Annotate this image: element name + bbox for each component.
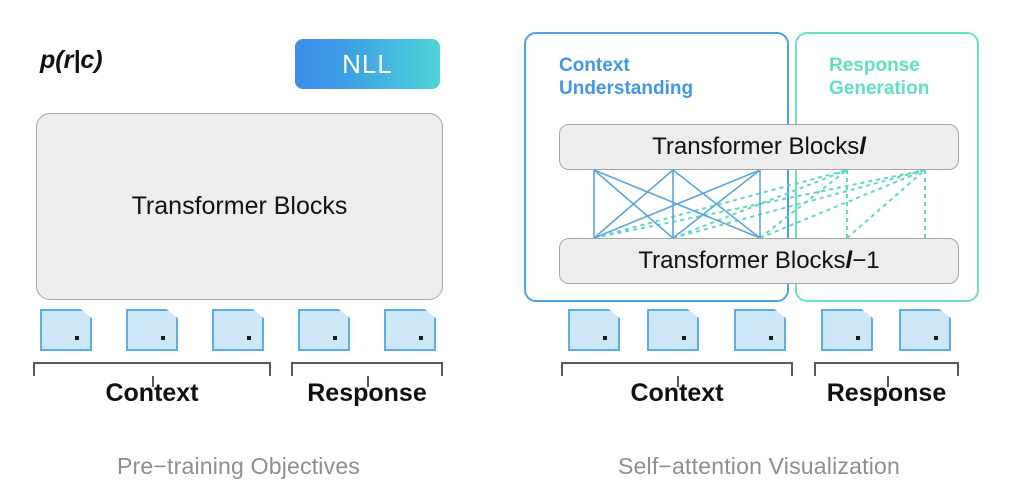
token-box[interactable] <box>899 309 951 351</box>
bracket-stem <box>152 376 154 387</box>
token-box[interactable] <box>821 309 873 351</box>
token-dot <box>603 336 607 340</box>
lower-block-layer: l <box>845 247 853 274</box>
token-dot <box>333 336 337 340</box>
lower-block-label: Transformer Blocks <box>638 247 846 274</box>
token-box[interactable] <box>734 309 786 351</box>
token-dot <box>934 336 938 340</box>
response-bracket <box>291 362 443 387</box>
token-dot <box>75 336 79 340</box>
context-group-label: Context <box>105 379 199 407</box>
token-box[interactable] <box>384 309 436 351</box>
left-caption: Pre−training Objectives <box>116 453 361 479</box>
upper-block-layer: l <box>859 133 866 160</box>
transformer-blocks-lower-box: Transformer Blocks l−1 <box>559 238 959 284</box>
token-box[interactable] <box>568 309 620 351</box>
token-dot <box>856 336 860 340</box>
token-dot <box>161 336 165 340</box>
token-box[interactable] <box>212 309 264 351</box>
lower-block-suffix: −1 <box>852 247 880 274</box>
right-caption: Self−attention Visualization <box>617 453 900 479</box>
token-box[interactable] <box>647 309 699 351</box>
bracket-stem <box>367 376 369 387</box>
bracket-stem <box>677 376 679 387</box>
response-group-label: Response <box>307 379 427 407</box>
context-bracket <box>561 362 793 387</box>
transformer-blocks-upper-box: Transformer Blocks l <box>559 124 959 170</box>
response-bracket <box>814 362 959 387</box>
bracket-stem <box>886 376 889 387</box>
token-box[interactable] <box>298 309 350 351</box>
token-dot <box>247 336 251 340</box>
context-group-label: Context <box>630 379 724 407</box>
token-box[interactable] <box>40 309 92 351</box>
nll-objective-badge[interactable]: NLL <box>295 39 440 89</box>
token-dot <box>419 336 423 340</box>
response-generation-title: Response Generation <box>829 55 930 100</box>
token-box[interactable] <box>126 309 178 351</box>
upper-block-label: Transformer Blocks <box>652 133 860 160</box>
probability-label: p(r|c) <box>40 46 103 74</box>
token-dot <box>682 336 686 340</box>
context-bracket <box>33 362 271 387</box>
token-dot <box>769 336 773 340</box>
response-group-label: Response <box>826 379 947 407</box>
transformer-blocks-box: Transformer Blocks <box>36 113 443 300</box>
context-understanding-title: Context Understanding <box>559 55 694 100</box>
